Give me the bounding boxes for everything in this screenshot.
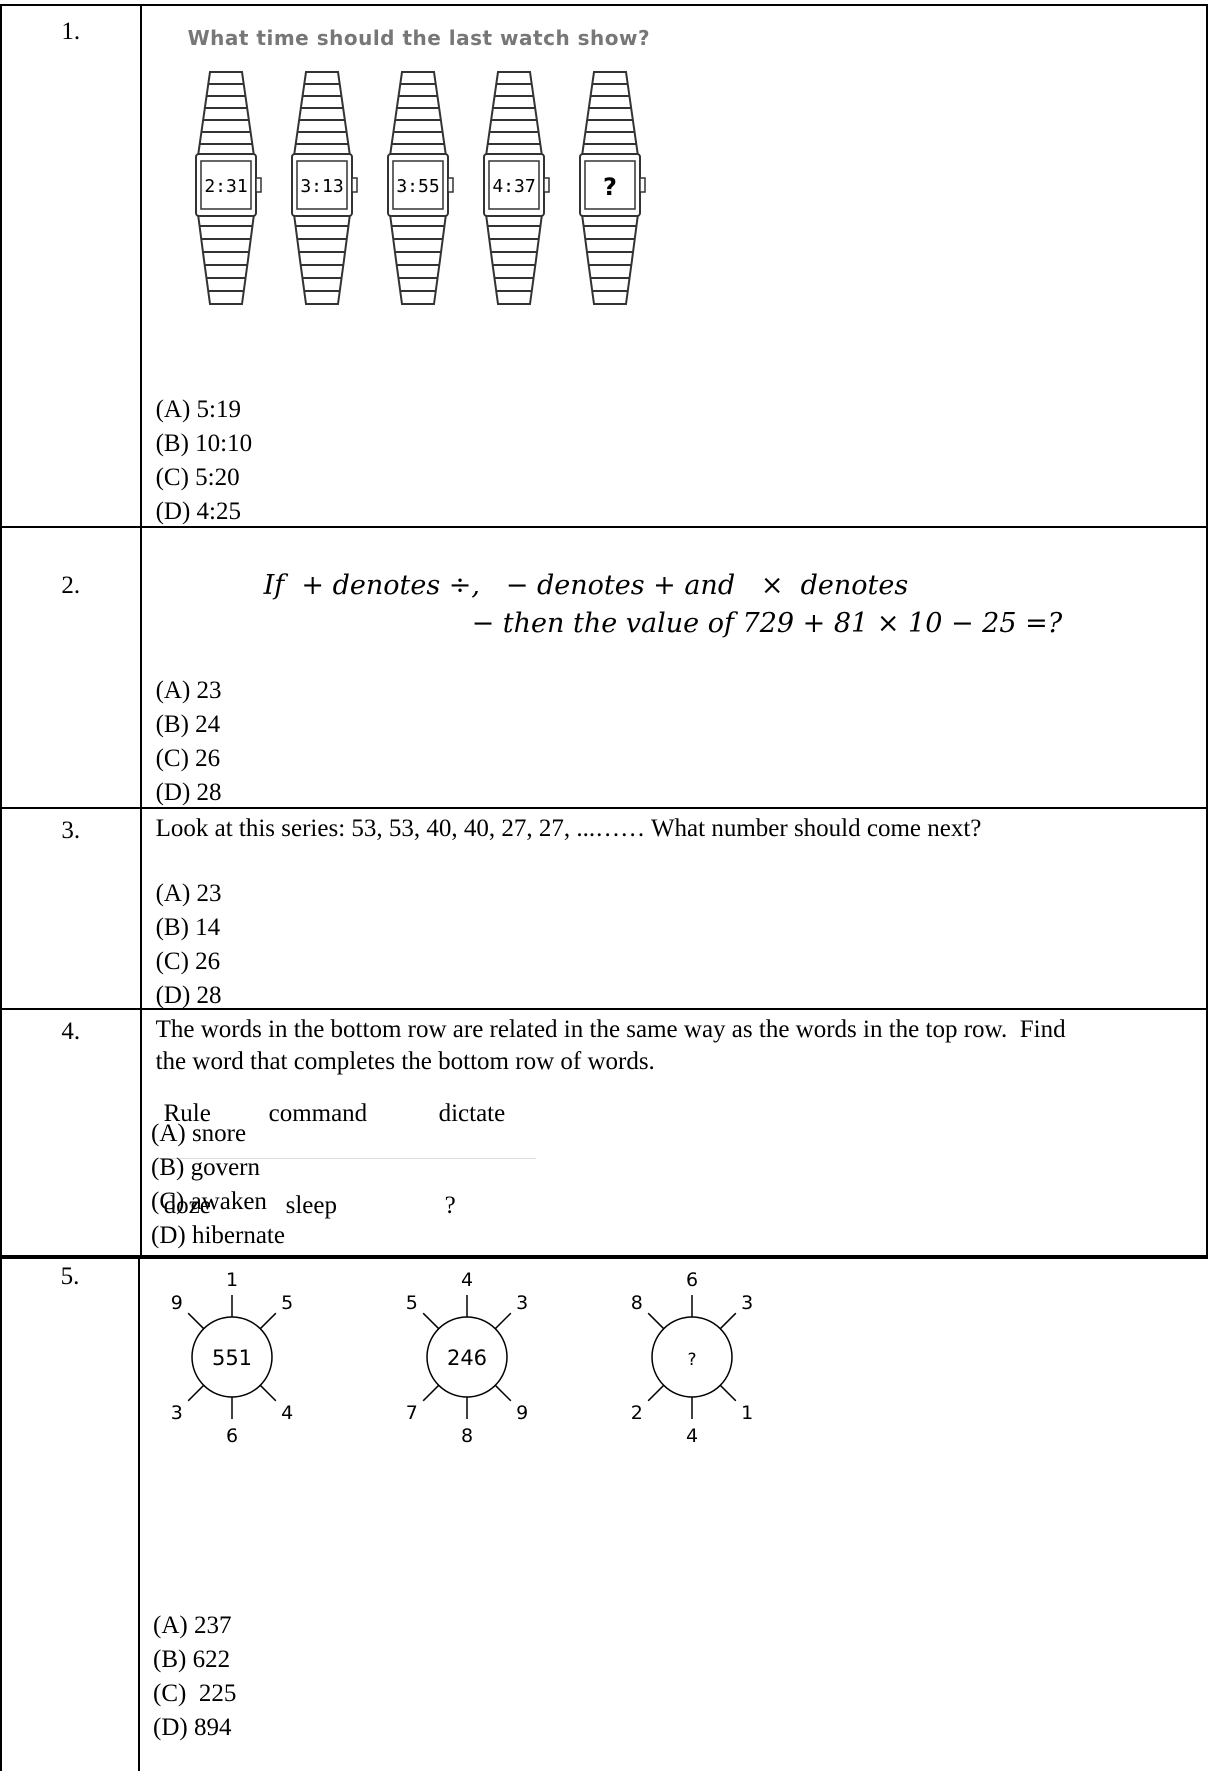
watch-puzzle-title: What time should the last watch show? — [187, 26, 651, 50]
wheel-number: 2 — [631, 1402, 643, 1424]
number-wheel: 6 8 3 2 4 1? — [631, 1269, 753, 1447]
question-row-5: 5. 1 9 5 3 6 4 551 4 5 3 7 8 9 246 6 8 3 2 4 1? (A) 237 (B)… — [0, 1255, 1208, 1771]
wheel-number: 8 — [461, 1425, 473, 1447]
option-c[interactable]: (C) 26 — [155, 745, 221, 772]
answer-options: (A) 5:19 (B) 10:10 (C) 5:20 (D) 4:25 — [156, 393, 253, 529]
question-number: 2. — [61, 572, 81, 599]
number-wheel: 1 9 5 3 6 4 551 — [171, 1269, 293, 1447]
option-c[interactable]: (C) 5:20 — [155, 464, 240, 491]
wheel-number: 4 — [686, 1425, 698, 1447]
number-wheel: 4 5 3 7 8 9 246 — [406, 1269, 528, 1447]
row-divider — [155, 1158, 536, 1159]
question-number-cell: 1. — [0, 4, 142, 528]
watch: 4:37 — [482, 71, 550, 305]
question-body: What time should the last watch show? 2:… — [139, 4, 1208, 529]
question-prompt: Look at this series: 53, 53, 40, 40, 27,… — [155, 815, 982, 842]
option-b[interactable]: (B) 14 — [155, 914, 221, 941]
wheel-number: 9 — [516, 1402, 528, 1424]
watch: ? — [578, 71, 646, 305]
wheel-number: 1 — [741, 1402, 753, 1424]
option-c[interactable]: (C) 26 — [155, 948, 221, 975]
wheel-number: 3 — [741, 1292, 753, 1314]
question-row-1: 1. What time should the last watch show?… — [0, 4, 1208, 529]
watch-time-display: 3:55 — [396, 176, 439, 197]
question-row-2: 2. If + denotes ÷, − denotes + and × den… — [0, 526, 1208, 810]
wheel-number: 1 — [226, 1269, 238, 1291]
wheel-number: 6 — [686, 1269, 698, 1291]
wheel-number: 4 — [281, 1402, 293, 1424]
equation-line-1: If + denotes ÷, − denotes + and × denote… — [263, 570, 909, 601]
option-b[interactable]: (B) 24 — [155, 711, 221, 738]
watch-puzzle-figure: 2:31 3:13 3:55 4:37? — [194, 71, 646, 305]
option-d[interactable]: (D) 894 — [153, 1714, 232, 1741]
option-c[interactable]: (C) awaken — [151, 1188, 267, 1215]
question-number-cell: 2. — [0, 526, 142, 809]
watch-time-display: 2:31 — [204, 176, 247, 197]
wheel-number: 5 — [406, 1292, 418, 1314]
wheel-number: 3 — [171, 1402, 183, 1424]
wheel-number: 8 — [631, 1292, 643, 1314]
question-table: 1. What time should the last watch show?… — [0, 4, 1208, 1259]
option-a[interactable]: (A) 23 — [155, 677, 222, 704]
answer-options: (A) 237 (B) 622 (C) 225 (D) 894 — [153, 1609, 236, 1745]
watch: 2:31 — [194, 71, 262, 305]
answer-options: (A) 23 (B) 24 (C) 26 (D) 28 — [156, 674, 222, 810]
option-d[interactable]: (D) hibernate — [151, 1222, 285, 1249]
bottom-row-word-1: doze — [163, 1192, 211, 1219]
wheel-center-number: 246 — [447, 1346, 487, 1370]
equation-line-2: − then the value of 729 + 81 × 10 − 25 =… — [471, 608, 1063, 639]
watch-time-display: ? — [603, 173, 617, 201]
question-row-3: 3. Look at this series: 53, 53, 40, 40, … — [0, 807, 1208, 1010]
wheel-number: 9 — [171, 1292, 183, 1314]
wheel-number: 4 — [461, 1269, 473, 1291]
wheel-center-number: ? — [687, 1350, 696, 1370]
answer-options: (A) 23 (B) 14 (C) 26 (D) 28 — [156, 877, 222, 1013]
watch-time-display: 3:13 — [300, 176, 343, 197]
option-a[interactable]: (A) snore — [151, 1120, 247, 1147]
question-number: 4. — [61, 1018, 81, 1045]
watch: 3:55 — [386, 71, 454, 305]
option-d[interactable]: (D) 4:25 — [155, 498, 241, 525]
top-row-word-1: Rule — [163, 1100, 211, 1127]
question-number: 3. — [61, 817, 81, 844]
option-d[interactable]: (D) 28 — [155, 779, 222, 806]
watch-time-display: 4:37 — [492, 176, 535, 197]
bottom-row-word-3: ? — [444, 1192, 456, 1219]
question-prompt-line-1: The words in the bottom row are related … — [155, 1016, 1066, 1043]
option-d[interactable]: (D) 28 — [155, 982, 222, 1009]
option-b[interactable]: (B) govern — [151, 1154, 260, 1181]
wheel-number: 7 — [406, 1402, 418, 1424]
question-number: 1. — [61, 18, 81, 45]
option-a[interactable]: (A) 23 — [155, 880, 222, 907]
question-number-cell: 3. — [0, 807, 142, 1010]
question-body: If + denotes ÷, − denotes + and × denote… — [139, 526, 1208, 810]
option-a[interactable]: (A) 5:19 — [155, 396, 241, 423]
option-b[interactable]: (B) 10:10 — [155, 430, 253, 457]
column-divider — [138, 1257, 140, 1771]
option-b[interactable]: (B) 622 — [153, 1646, 231, 1673]
question-prompt-line-2: the word that completes the bottom row o… — [155, 1048, 655, 1075]
watch: 3:13 — [290, 71, 358, 305]
q4-answer-options: (A) snore (B) govern (C) awaken (D) hibe… — [151, 1117, 285, 1253]
question-body: The words in the bottom row are related … — [139, 1008, 1208, 1259]
bottom-row-word-2: sleep — [285, 1192, 337, 1219]
wheel-center-number: 551 — [212, 1346, 252, 1370]
question-number: 5. — [60, 1263, 80, 1290]
option-a[interactable]: (A) 237 — [153, 1612, 232, 1639]
top-row-word-3: dictate — [438, 1100, 506, 1127]
top-row-word-2: command — [268, 1100, 368, 1127]
question-number-cell: 4. — [0, 1008, 142, 1259]
question-row-4: 4. The words in the bottom row are relat… — [0, 1008, 1208, 1259]
number-wheel-figure: 1 9 5 3 6 4 551 4 5 3 7 8 9 246 6 8 3 2 4 1? — [171, 1269, 753, 1447]
question-body: Look at this series: 53, 53, 40, 40, 27,… — [139, 807, 1208, 1010]
wheel-number: 5 — [281, 1292, 293, 1314]
wheel-number: 6 — [226, 1425, 238, 1447]
wheel-number: 3 — [516, 1292, 528, 1314]
option-c[interactable]: (C) 225 — [153, 1680, 237, 1707]
